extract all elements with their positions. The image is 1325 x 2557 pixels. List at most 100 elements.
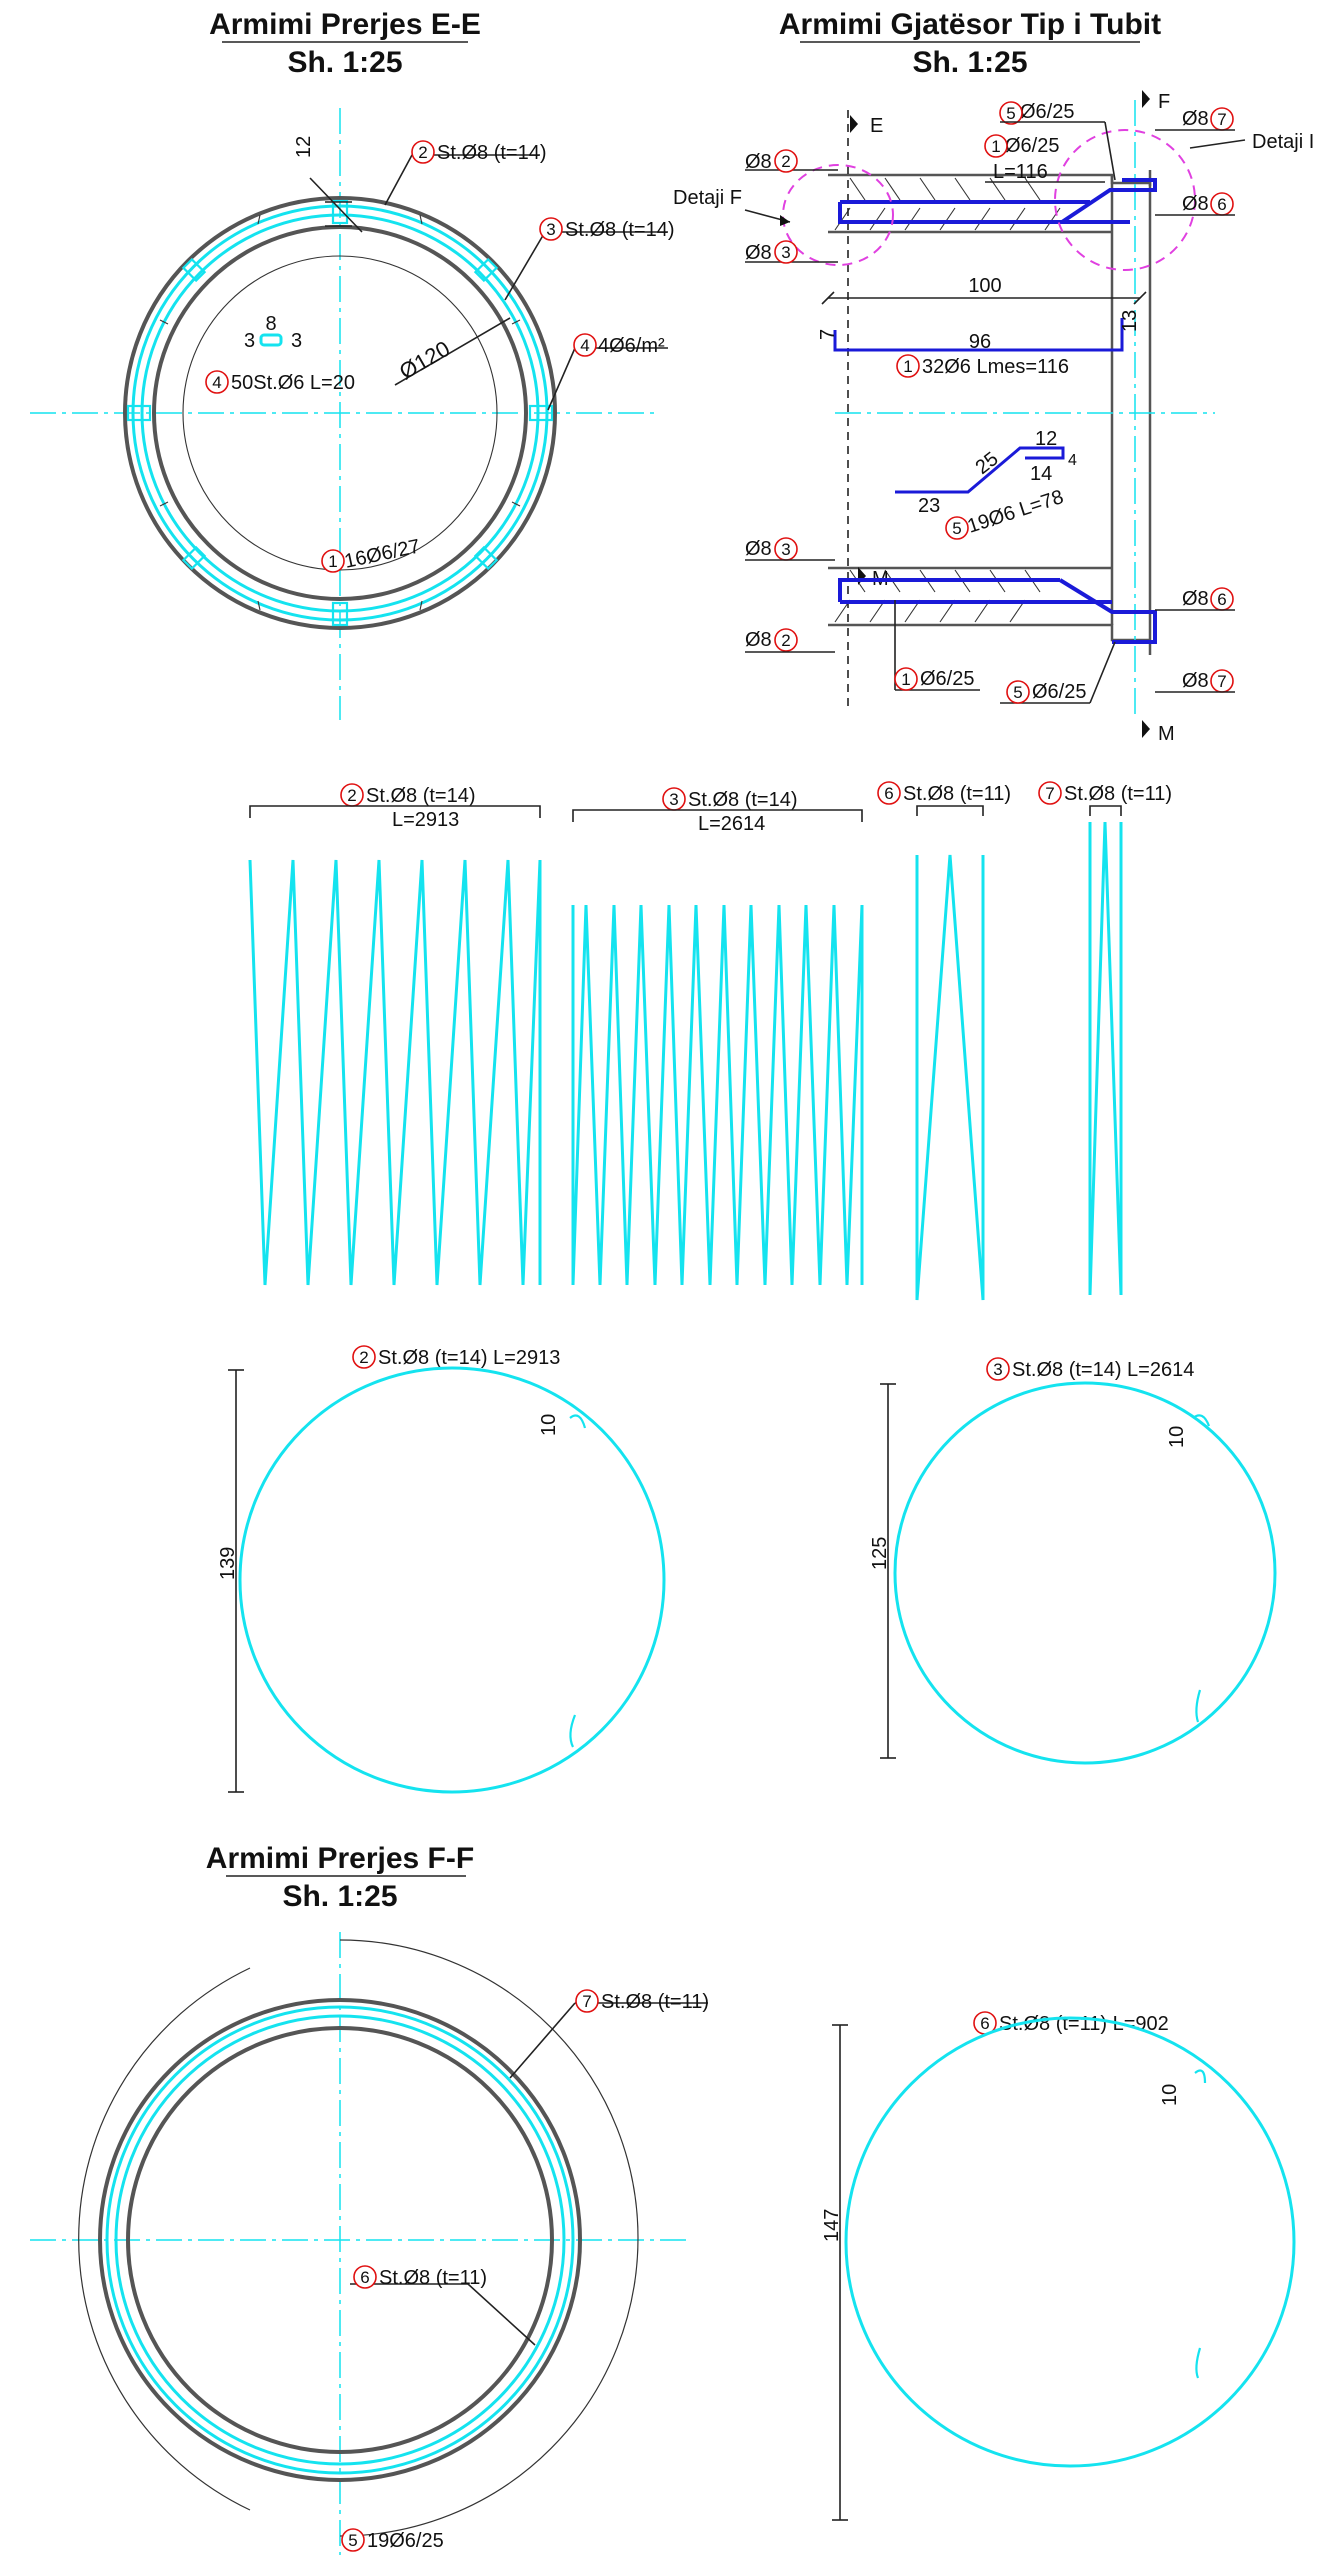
svg-text:5: 5: [1013, 683, 1022, 702]
spiral-3: [571, 904, 864, 1286]
spiral-3-length: L=2614: [698, 813, 765, 835]
svg-text:125: 125: [869, 1537, 891, 1570]
svg-text:Ø8: Ø8: [745, 538, 772, 560]
ring-3-title: St.Ø8 (t=14) L=2614: [1012, 1359, 1194, 1381]
svg-text:Ø8: Ø8: [1182, 588, 1209, 610]
svg-text:2: 2: [347, 786, 356, 805]
callout-4a-text: 4Ø6/m²: [598, 335, 665, 357]
svg-text:L=116: L=116: [993, 161, 1048, 183]
svg-text:3: 3: [546, 220, 555, 239]
svg-text:2: 2: [781, 631, 790, 650]
bottom-longitudinal-bars: [838, 578, 1157, 644]
svg-text:10: 10: [538, 1414, 560, 1436]
svg-text:Ø6/25: Ø6/25: [920, 668, 974, 690]
spiral-2: [248, 859, 542, 1286]
svg-text:1: 1: [328, 552, 337, 571]
svg-text:Ø8: Ø8: [745, 242, 772, 264]
wall-hatching: [834, 177, 1061, 623]
ff-inner-wall: [126, 2026, 554, 2454]
bar-1-callout: 32Ø6 Lmes=116: [922, 356, 1069, 378]
svg-text:6: 6: [1217, 195, 1226, 214]
svg-text:3: 3: [291, 330, 302, 352]
outer-spiral-ring: [131, 204, 549, 622]
spiral-3-title: St.Ø8 (t=14): [688, 789, 798, 811]
svg-text:14: 14: [1030, 463, 1052, 485]
detail-f-outline: [782, 164, 894, 266]
bar-5-shape: [895, 446, 1065, 494]
section-ee-title: Armimi Prerjes E-E: [209, 8, 481, 41]
svg-text:10: 10: [1159, 2084, 1181, 2106]
svg-text:100: 100: [968, 275, 1001, 297]
detail-i-outline: [1054, 129, 1196, 271]
svg-text:4: 4: [212, 373, 221, 392]
svg-text:3: 3: [669, 790, 678, 809]
ring-2: [238, 1366, 666, 1794]
detail-f-label: Detaji F: [673, 187, 742, 209]
svg-text:3: 3: [781, 243, 790, 262]
ff-callout-6: St.Ø8 (t=11): [379, 2267, 487, 2289]
svg-text:3: 3: [993, 1360, 1002, 1379]
svg-text:3: 3: [781, 540, 790, 559]
callout-3-text: St.Ø8 (t=14): [565, 219, 675, 241]
spiral-6-title: St.Ø8 (t=11): [903, 783, 1011, 805]
svg-text:7: 7: [1217, 110, 1226, 129]
spiral-schedule: 2 St.Ø8 (t=14) L=2913 3 St.Ø8 (t=14) L=2…: [248, 781, 1172, 1301]
outer-envelope-right: [339, 1939, 639, 2537]
svg-text:5: 5: [952, 519, 961, 538]
ring-6: [844, 2016, 1296, 2468]
svg-text:6: 6: [980, 2014, 989, 2033]
callout-1-text: 16Ø6/27: [342, 535, 422, 572]
spacer-detail: [259, 333, 283, 347]
svg-text:Ø8: Ø8: [1182, 670, 1209, 692]
svg-text:10: 10: [1166, 1426, 1188, 1448]
svg-text:13: 13: [1119, 310, 1141, 332]
svg-text:1: 1: [991, 137, 1000, 156]
svg-text:7: 7: [1217, 672, 1226, 691]
outer-envelope-left: [78, 1967, 251, 2511]
cover-dim-line: [309, 177, 363, 233]
svg-text:7: 7: [817, 329, 839, 340]
section-ff-title: Armimi Prerjes F-F: [206, 1842, 474, 1875]
svg-text:8: 8: [265, 313, 276, 335]
detail-i-label: Detaji I: [1252, 131, 1314, 153]
svg-text:Ø6/25: Ø6/25: [1032, 681, 1086, 703]
svg-text:12: 12: [1035, 428, 1057, 450]
ff-callout-7: St.Ø8 (t=11): [601, 1991, 709, 2013]
svg-text:Ø6/25: Ø6/25: [1005, 135, 1059, 157]
callout-2-text: St.Ø8 (t=14): [437, 142, 547, 164]
svg-text:1: 1: [903, 357, 912, 376]
svg-text:Ø8: Ø8: [1182, 193, 1209, 215]
svg-text:3: 3: [244, 330, 255, 352]
section-ff-scale: Sh. 1:25: [282, 1880, 397, 1913]
spiral-7: [1088, 821, 1123, 1296]
svg-text:1: 1: [901, 670, 910, 689]
section-ee-scale: Sh. 1:25: [287, 46, 402, 79]
svg-text:2: 2: [359, 1348, 368, 1367]
diameter-label: Ø120: [395, 336, 454, 385]
svg-text:2: 2: [781, 152, 790, 171]
longitudinal-scale: Sh. 1:25: [912, 46, 1027, 79]
svg-text:6: 6: [360, 2268, 369, 2287]
inner-spiral-ring: [140, 213, 540, 613]
svg-text:5: 5: [348, 2531, 357, 2550]
svg-text:Ø8: Ø8: [745, 629, 772, 651]
ff-outer-ring: [105, 2005, 575, 2475]
ring-2-title: St.Ø8 (t=14) L=2913: [378, 1347, 560, 1369]
ff-callout-5: 19Ø6/25: [367, 2530, 444, 2552]
svg-text:6: 6: [884, 784, 893, 803]
svg-text:7: 7: [582, 1992, 591, 2011]
ff-outer-wall: [98, 1998, 582, 2482]
svg-text:Ø8: Ø8: [745, 151, 772, 173]
callout-4b-text: 50St.Ø6 L=20: [231, 372, 355, 394]
svg-text:23: 23: [918, 495, 940, 517]
svg-text:96: 96: [969, 331, 991, 353]
svg-text:7: 7: [1045, 784, 1054, 803]
ring-3: [893, 1381, 1277, 1765]
spacer-clips: [126, 199, 554, 627]
spiral-7-title: St.Ø8 (t=11): [1064, 783, 1172, 805]
ring-6-group: 6 St.Ø8 (t=11) L=902 10 147: [821, 2011, 1296, 2521]
bar-5-callout: 19Ø6 L=78: [965, 486, 1066, 538]
cut-f-label: F: [1158, 91, 1170, 113]
svg-text:139: 139: [217, 1547, 239, 1580]
svg-text:25: 25: [972, 448, 1003, 479]
